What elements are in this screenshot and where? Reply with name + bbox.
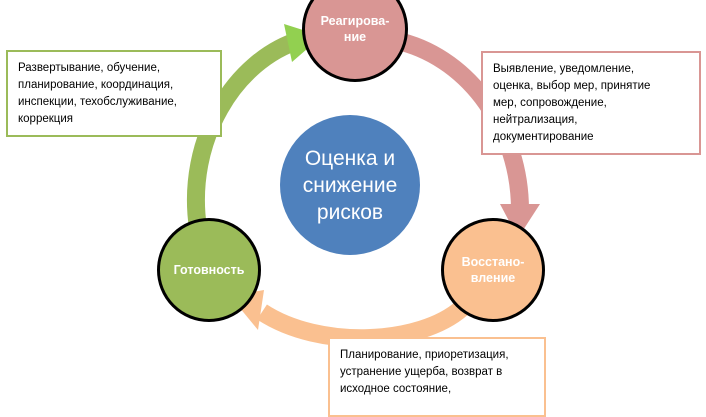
box-recovery: Планирование, приоретизация, устранение …: [328, 337, 546, 417]
center-circle: Оценка и снижение рисков: [280, 115, 420, 255]
arrowhead-response-to-recovery: [500, 204, 540, 238]
node-readiness-label: Готовность: [173, 263, 245, 277]
arrow-recovery-to-readiness: [257, 300, 468, 348]
box-readiness: Развертывание, обучение, планирование, к…: [6, 50, 222, 137]
node-recovery-label: Восстано- вление: [461, 255, 525, 285]
box-response: Выявление, уведомление, оценка, выбор ме…: [481, 51, 701, 155]
node-recovery: Восстано- вление: [441, 218, 545, 322]
node-response-label: Реагирова- ние: [320, 14, 390, 44]
center-label: Оценка и снижение рисков: [302, 146, 398, 224]
node-response: Реагирова- ние: [302, 0, 408, 82]
node-readiness: Готовность: [157, 218, 261, 322]
